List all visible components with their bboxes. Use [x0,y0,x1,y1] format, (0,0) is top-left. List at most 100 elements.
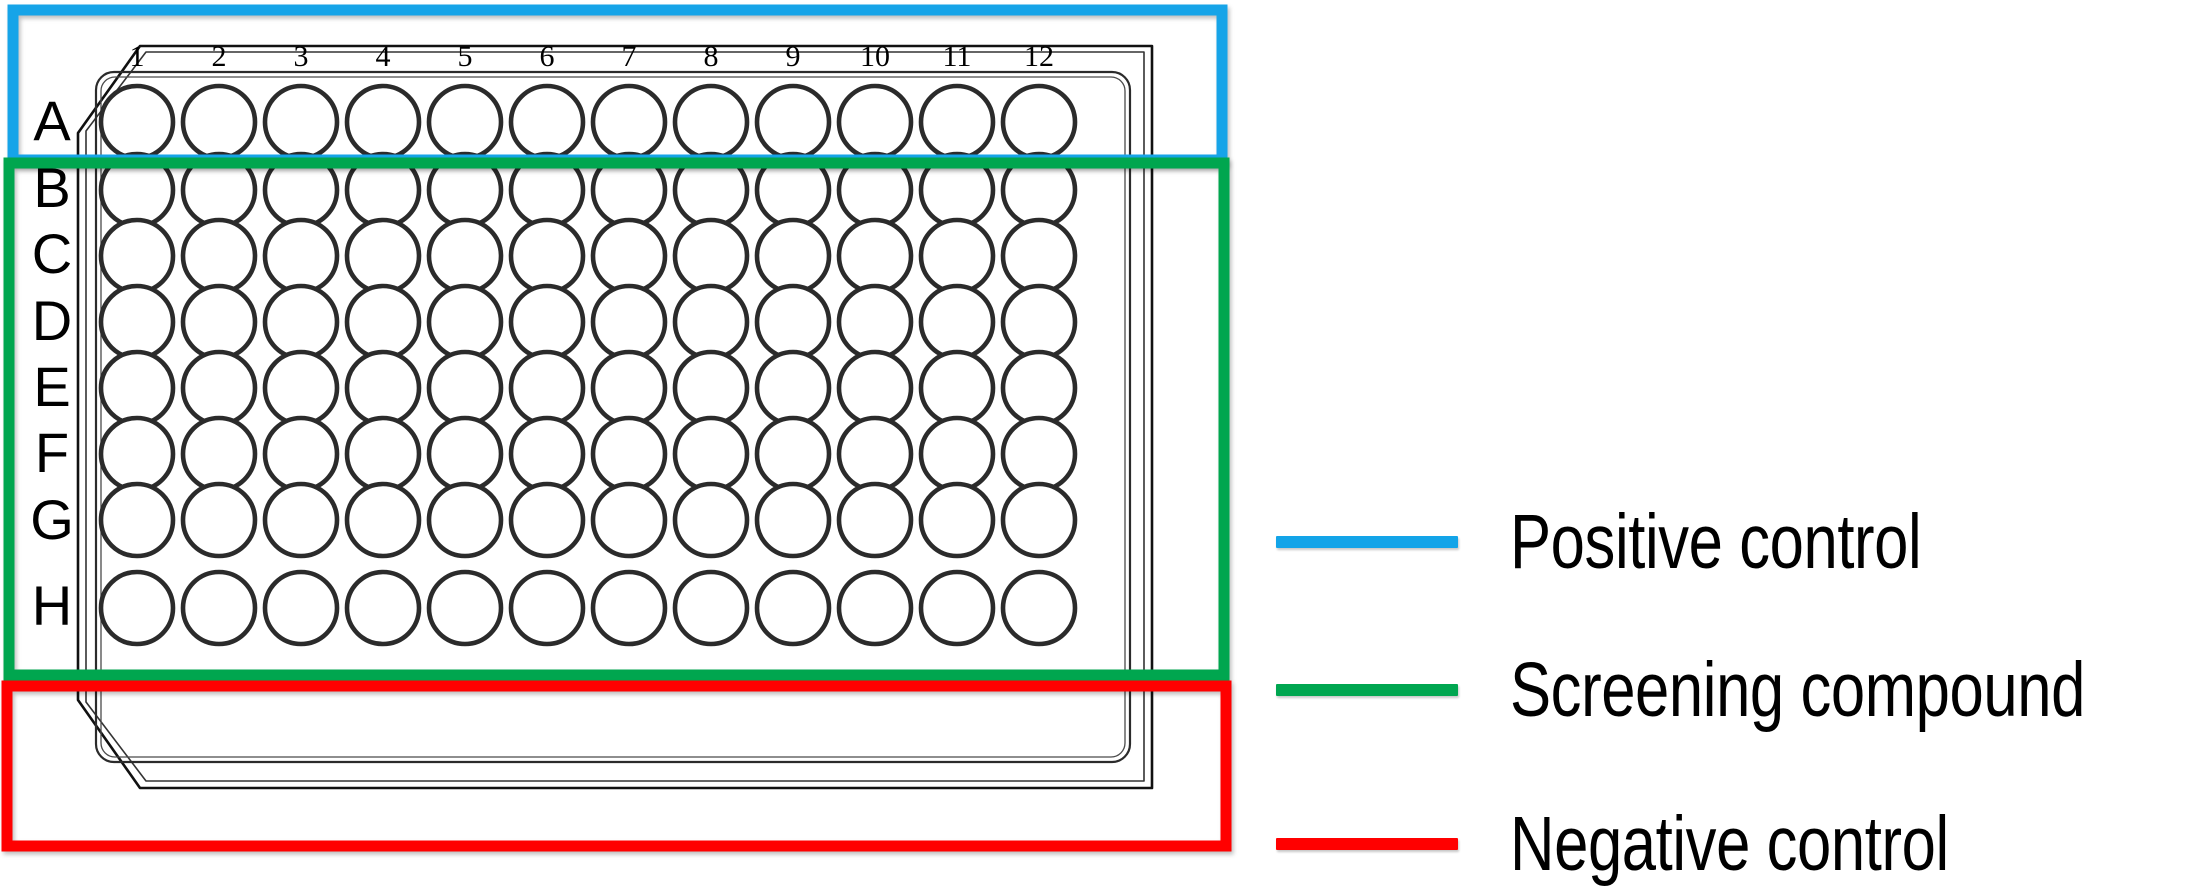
well-E7[interactable] [590,349,668,427]
negative-control-box [1,680,1232,852]
well-C12[interactable] [1000,217,1078,295]
well-G12[interactable] [1000,481,1078,559]
well-A11[interactable] [918,83,996,161]
well-row-G [98,481,1078,559]
well-E11[interactable] [918,349,996,427]
well-row-E [98,349,1078,427]
well-A3[interactable] [262,83,340,161]
column-label-8: 8 [704,40,719,73]
well-F10[interactable] [836,415,914,493]
well-C10[interactable] [836,217,914,295]
well-C4[interactable] [344,217,422,295]
well-E5[interactable] [426,349,504,427]
well-G2[interactable] [180,481,258,559]
well-A5[interactable] [426,83,504,161]
well-C2[interactable] [180,217,258,295]
well-F2[interactable] [180,415,258,493]
well-E9[interactable] [754,349,832,427]
legend-item-screening-compound[interactable]: Screening compound [1276,638,2206,742]
well-D8[interactable] [672,283,750,361]
well-E10[interactable] [836,349,914,427]
well-F11[interactable] [918,415,996,493]
well-E8[interactable] [672,349,750,427]
row-label-E: E [33,355,70,418]
well-E12[interactable] [1000,349,1078,427]
well-A2[interactable] [180,83,258,161]
well-D5[interactable] [426,283,504,361]
well-H10[interactable] [836,569,914,647]
legend-item-positive-control[interactable]: Positive control [1276,490,2206,594]
legend-label-positive-control: Positive control [1510,498,1922,585]
well-E3[interactable] [262,349,340,427]
well-C8[interactable] [672,217,750,295]
well-D2[interactable] [180,283,258,361]
well-F5[interactable] [426,415,504,493]
well-F7[interactable] [590,415,668,493]
well-E4[interactable] [344,349,422,427]
well-D11[interactable] [918,283,996,361]
well-D6[interactable] [508,283,586,361]
well-field-inner-frame [100,76,1126,758]
well-D1[interactable] [98,283,176,361]
well-C3[interactable] [262,217,340,295]
well-F12[interactable] [1000,415,1078,493]
well-H3[interactable] [262,569,340,647]
well-D10[interactable] [836,283,914,361]
well-A7[interactable] [590,83,668,161]
well-G6[interactable] [508,481,586,559]
well-H12[interactable] [1000,569,1078,647]
well-C7[interactable] [590,217,668,295]
well-F6[interactable] [508,415,586,493]
well-E2[interactable] [180,349,258,427]
legend-swatch-screening-compound [1276,684,1458,696]
well-E1[interactable] [98,349,176,427]
well-G1[interactable] [98,481,176,559]
well-H2[interactable] [180,569,258,647]
well-F8[interactable] [672,415,750,493]
well-G11[interactable] [918,481,996,559]
legend-item-negative-control[interactable]: Negative control [1276,792,2206,896]
well-D12[interactable] [1000,283,1078,361]
well-D9[interactable] [754,283,832,361]
well-A10[interactable] [836,83,914,161]
well-H11[interactable] [918,569,996,647]
well-H5[interactable] [426,569,504,647]
well-G10[interactable] [836,481,914,559]
well-A6[interactable] [508,83,586,161]
legend-label-screening-compound: Screening compound [1510,646,2085,733]
well-H6[interactable] [508,569,586,647]
well-H9[interactable] [754,569,832,647]
well-F3[interactable] [262,415,340,493]
screening-compound-box [3,157,1230,681]
well-E6[interactable] [508,349,586,427]
well-A8[interactable] [672,83,750,161]
well-F4[interactable] [344,415,422,493]
well-row-B [98,151,1078,229]
well-C5[interactable] [426,217,504,295]
well-A9[interactable] [754,83,832,161]
well-row-H [98,569,1078,647]
well-A12[interactable] [1000,83,1078,161]
well-H1[interactable] [98,569,176,647]
well-H7[interactable] [590,569,668,647]
well-A4[interactable] [344,83,422,161]
well-D7[interactable] [590,283,668,361]
well-G8[interactable] [672,481,750,559]
well-G9[interactable] [754,481,832,559]
well-C11[interactable] [918,217,996,295]
well-H4[interactable] [344,569,422,647]
well-H8[interactable] [672,569,750,647]
well-G3[interactable] [262,481,340,559]
well-A1[interactable] [98,83,176,161]
well-D4[interactable] [344,283,422,361]
well-G4[interactable] [344,481,422,559]
well-F9[interactable] [754,415,832,493]
well-C1[interactable] [98,217,176,295]
row-label-H: H [32,574,72,637]
well-F1[interactable] [98,415,176,493]
well-G7[interactable] [590,481,668,559]
well-G5[interactable] [426,481,504,559]
well-C6[interactable] [508,217,586,295]
well-D3[interactable] [262,283,340,361]
well-C9[interactable] [754,217,832,295]
